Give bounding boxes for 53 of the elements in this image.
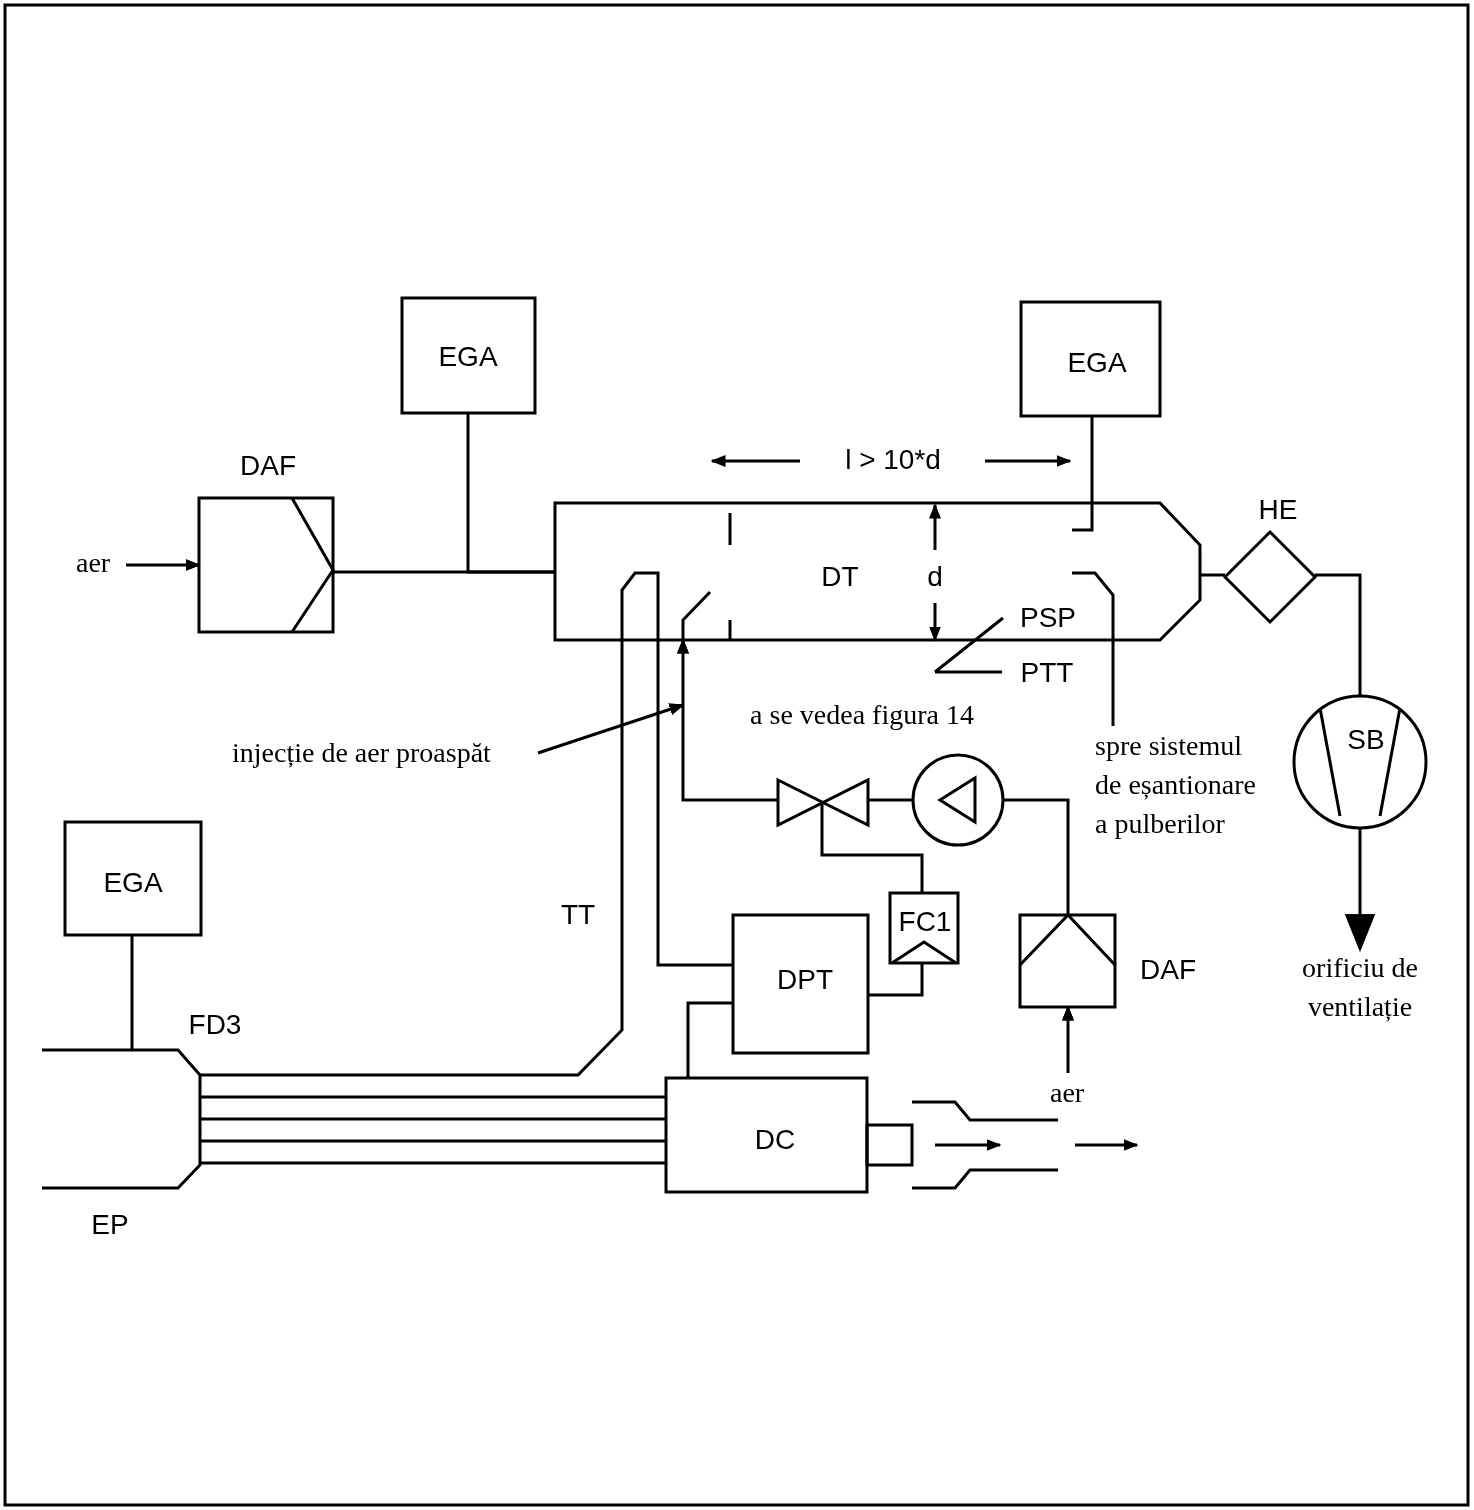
arrow	[126, 559, 201, 571]
connector-line	[686, 1001, 733, 1078]
connector-line	[200, 1117, 666, 1121]
blower-symbol	[1294, 696, 1426, 828]
arrow	[537, 703, 685, 755]
callout-text: injecție de aer proaspăt	[232, 733, 538, 771]
analyzer-box	[65, 822, 201, 935]
probe-label: PTT	[1020, 656, 1074, 690]
flow-controller-box	[890, 893, 958, 963]
connector-line	[1315, 573, 1362, 696]
node-label: EGA	[103, 866, 163, 900]
process-box	[666, 1078, 912, 1192]
node-label: SB	[1347, 723, 1385, 757]
analyzer-box	[402, 298, 535, 413]
inlet-label: aer	[1050, 1073, 1100, 1109]
outlet-label: orificiu de ventilație	[1275, 948, 1445, 1028]
valve-symbol	[778, 780, 868, 825]
edge-label: TT	[560, 898, 596, 932]
process-box	[733, 915, 868, 1053]
node-label: HE	[1258, 493, 1298, 527]
connector-line	[868, 963, 924, 997]
connector-line	[1111, 640, 1115, 726]
node-label: EGA	[1067, 346, 1127, 380]
node-label: DAF	[240, 449, 296, 483]
inlet-label: aer	[76, 543, 126, 579]
arrow	[1345, 828, 1375, 952]
connector-line	[1090, 416, 1094, 503]
node-label: EP	[91, 1208, 129, 1242]
note-text: a se vedea figura 14	[750, 698, 974, 732]
connector-line	[130, 935, 134, 1050]
connector-line	[200, 1161, 666, 1165]
probe-label: PSP	[1020, 601, 1076, 635]
node-label: DAF	[1140, 953, 1196, 987]
connector-line	[1200, 573, 1225, 577]
connector-line	[868, 798, 913, 802]
analyzer-box	[1021, 302, 1160, 416]
dimension-label: l > 10*d	[845, 443, 941, 477]
dilution-tunnel	[555, 503, 1200, 640]
part-label: FD3	[188, 1008, 242, 1042]
destination-text: spre sistemul de eșantionare a pulberilor	[1095, 726, 1275, 886]
connector-line	[200, 1095, 666, 1099]
connector-line	[656, 640, 733, 967]
node-label: EGA	[438, 340, 498, 374]
connector-line	[200, 1139, 666, 1143]
connector-line	[466, 413, 555, 574]
node-label: DC	[754, 1123, 796, 1157]
connector-line	[1003, 798, 1070, 915]
node-label: DT	[821, 560, 859, 594]
pump-symbol	[913, 755, 1003, 845]
dimension-label: d	[927, 560, 943, 594]
node-label: DPT	[777, 963, 833, 997]
node-label: FC1	[898, 905, 952, 939]
connector-line	[200, 640, 624, 1077]
